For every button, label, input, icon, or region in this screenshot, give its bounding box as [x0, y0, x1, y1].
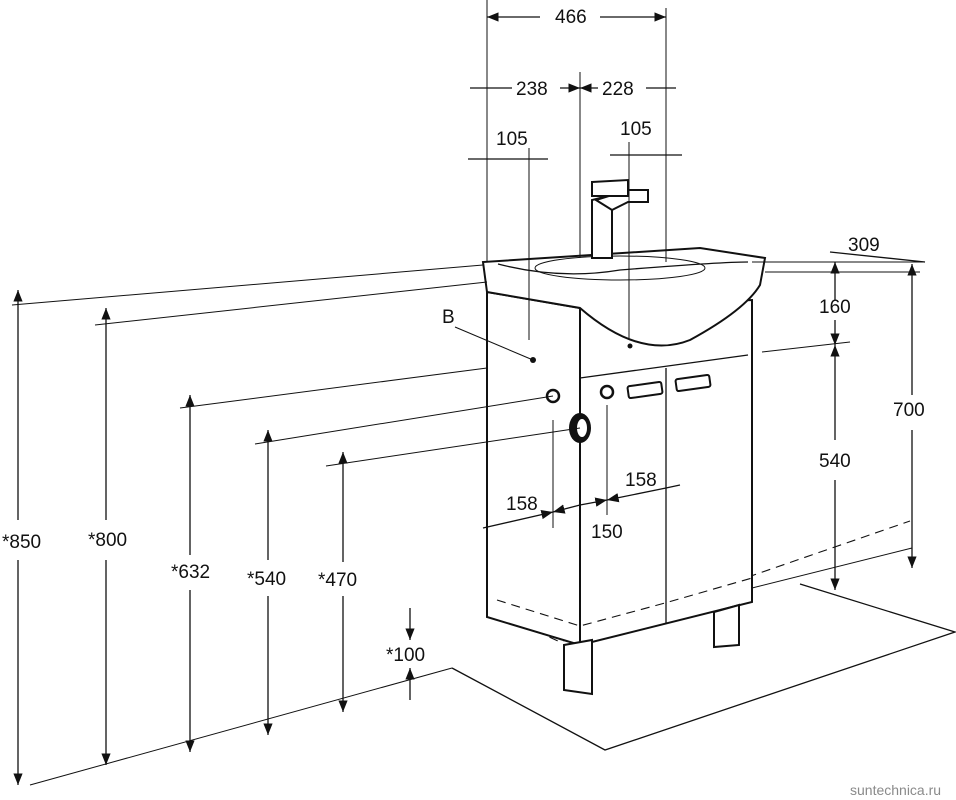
label-port-b: B	[442, 307, 455, 328]
label-h800: *800	[88, 530, 127, 551]
label-pipe-left: 158	[506, 494, 538, 515]
label-offset-right: 105	[620, 119, 652, 140]
cabinet-side-panel	[486, 290, 581, 647]
front-left-leg	[563, 638, 593, 696]
label-depth: 309	[848, 235, 880, 256]
label-width-left: 238	[516, 79, 548, 100]
label-total-height: 700	[893, 400, 925, 421]
top-dimensions	[468, 0, 682, 340]
label-width-total: 466	[555, 7, 587, 28]
label-h632: *632	[171, 562, 210, 583]
label-offset-left: 105	[496, 129, 528, 150]
right-door-handle	[674, 373, 712, 393]
label-width-right: 228	[602, 79, 634, 100]
faucet	[591, 178, 649, 259]
back-right-leg	[713, 603, 740, 649]
sink-basin	[481, 246, 767, 347]
label-h540: *540	[247, 569, 286, 590]
cold-water-port-icon	[545, 388, 561, 404]
label-cabinet-height: 540	[819, 451, 851, 472]
vanity-cabinet	[486, 290, 753, 696]
watermark: suntechnica.ru	[850, 782, 941, 798]
hot-water-port-icon	[599, 384, 615, 400]
label-sink-height: 160	[819, 297, 851, 318]
label-pipe-center: 150	[591, 522, 623, 543]
label-h100: *100	[386, 645, 425, 666]
pipe-dimensions	[454, 326, 681, 540]
right-dimensions	[751, 251, 926, 590]
label-h470: *470	[318, 570, 357, 591]
label-h850: *850	[2, 532, 41, 553]
left-door-handle	[626, 380, 664, 400]
left-dimensions	[11, 264, 581, 786]
label-pipe-right: 158	[625, 470, 657, 491]
